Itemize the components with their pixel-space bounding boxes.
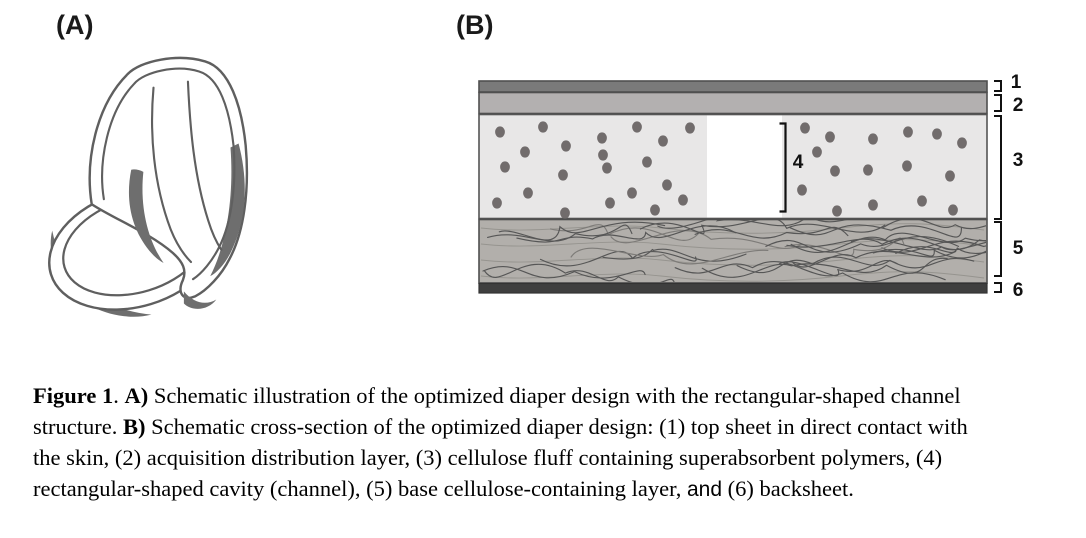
edge-shadow-right: [210, 143, 245, 277]
backrest-outline: [88, 56, 249, 299]
caption-line: Figure 1. A) Schematic illustration of t…: [33, 383, 961, 408]
caption-line: the skin, (2) acquisition distribution l…: [33, 445, 943, 470]
figure-caption: Figure 1. A) Schematic illustration of t…: [33, 380, 1073, 505]
diaper-3d-illustration: [48, 56, 249, 317]
channel-line-left: [150, 86, 193, 264]
fiber-strands: [480, 220, 986, 282]
layer-label-2: 2: [1013, 95, 1024, 116]
caption-line: rectangular-shaped cavity (channel), (5)…: [33, 476, 854, 501]
channel-line-right: [186, 80, 223, 251]
channel-shadow-left: [128, 169, 164, 263]
sap-dots-left: [492, 121, 695, 219]
layer-4-cavity: [707, 115, 782, 218]
bracket-2-icon: [994, 94, 1002, 112]
layer-6-backsheet: [478, 282, 988, 294]
layer-label-1: 1: [1011, 72, 1022, 93]
hook-shadow: [183, 291, 217, 309]
cross-section-diagram: 4 1 2 3 5 6: [478, 72, 1024, 298]
layer-label-3: 3: [1013, 150, 1024, 171]
layer-label-6: 6: [1013, 280, 1024, 298]
layer-label-5: 5: [1013, 238, 1024, 259]
layer-2-acquisition-distribution: [478, 91, 988, 115]
caption-line: structure. B) Schematic cross-section of…: [33, 414, 968, 439]
layer-1-top-sheet: [478, 80, 988, 93]
bracket-1-icon: [994, 80, 1002, 92]
panel-b-label: (B): [456, 10, 494, 40]
bracket-5-icon: [994, 221, 1002, 277]
bracket-3-icon: [994, 115, 1002, 220]
bracket-6-icon: [994, 282, 1002, 293]
cavity-bracket-icon: [779, 122, 787, 213]
sap-dots-right: [797, 122, 967, 217]
panel-a-label: (A): [56, 10, 94, 40]
cavity-label: 4: [793, 152, 804, 173]
